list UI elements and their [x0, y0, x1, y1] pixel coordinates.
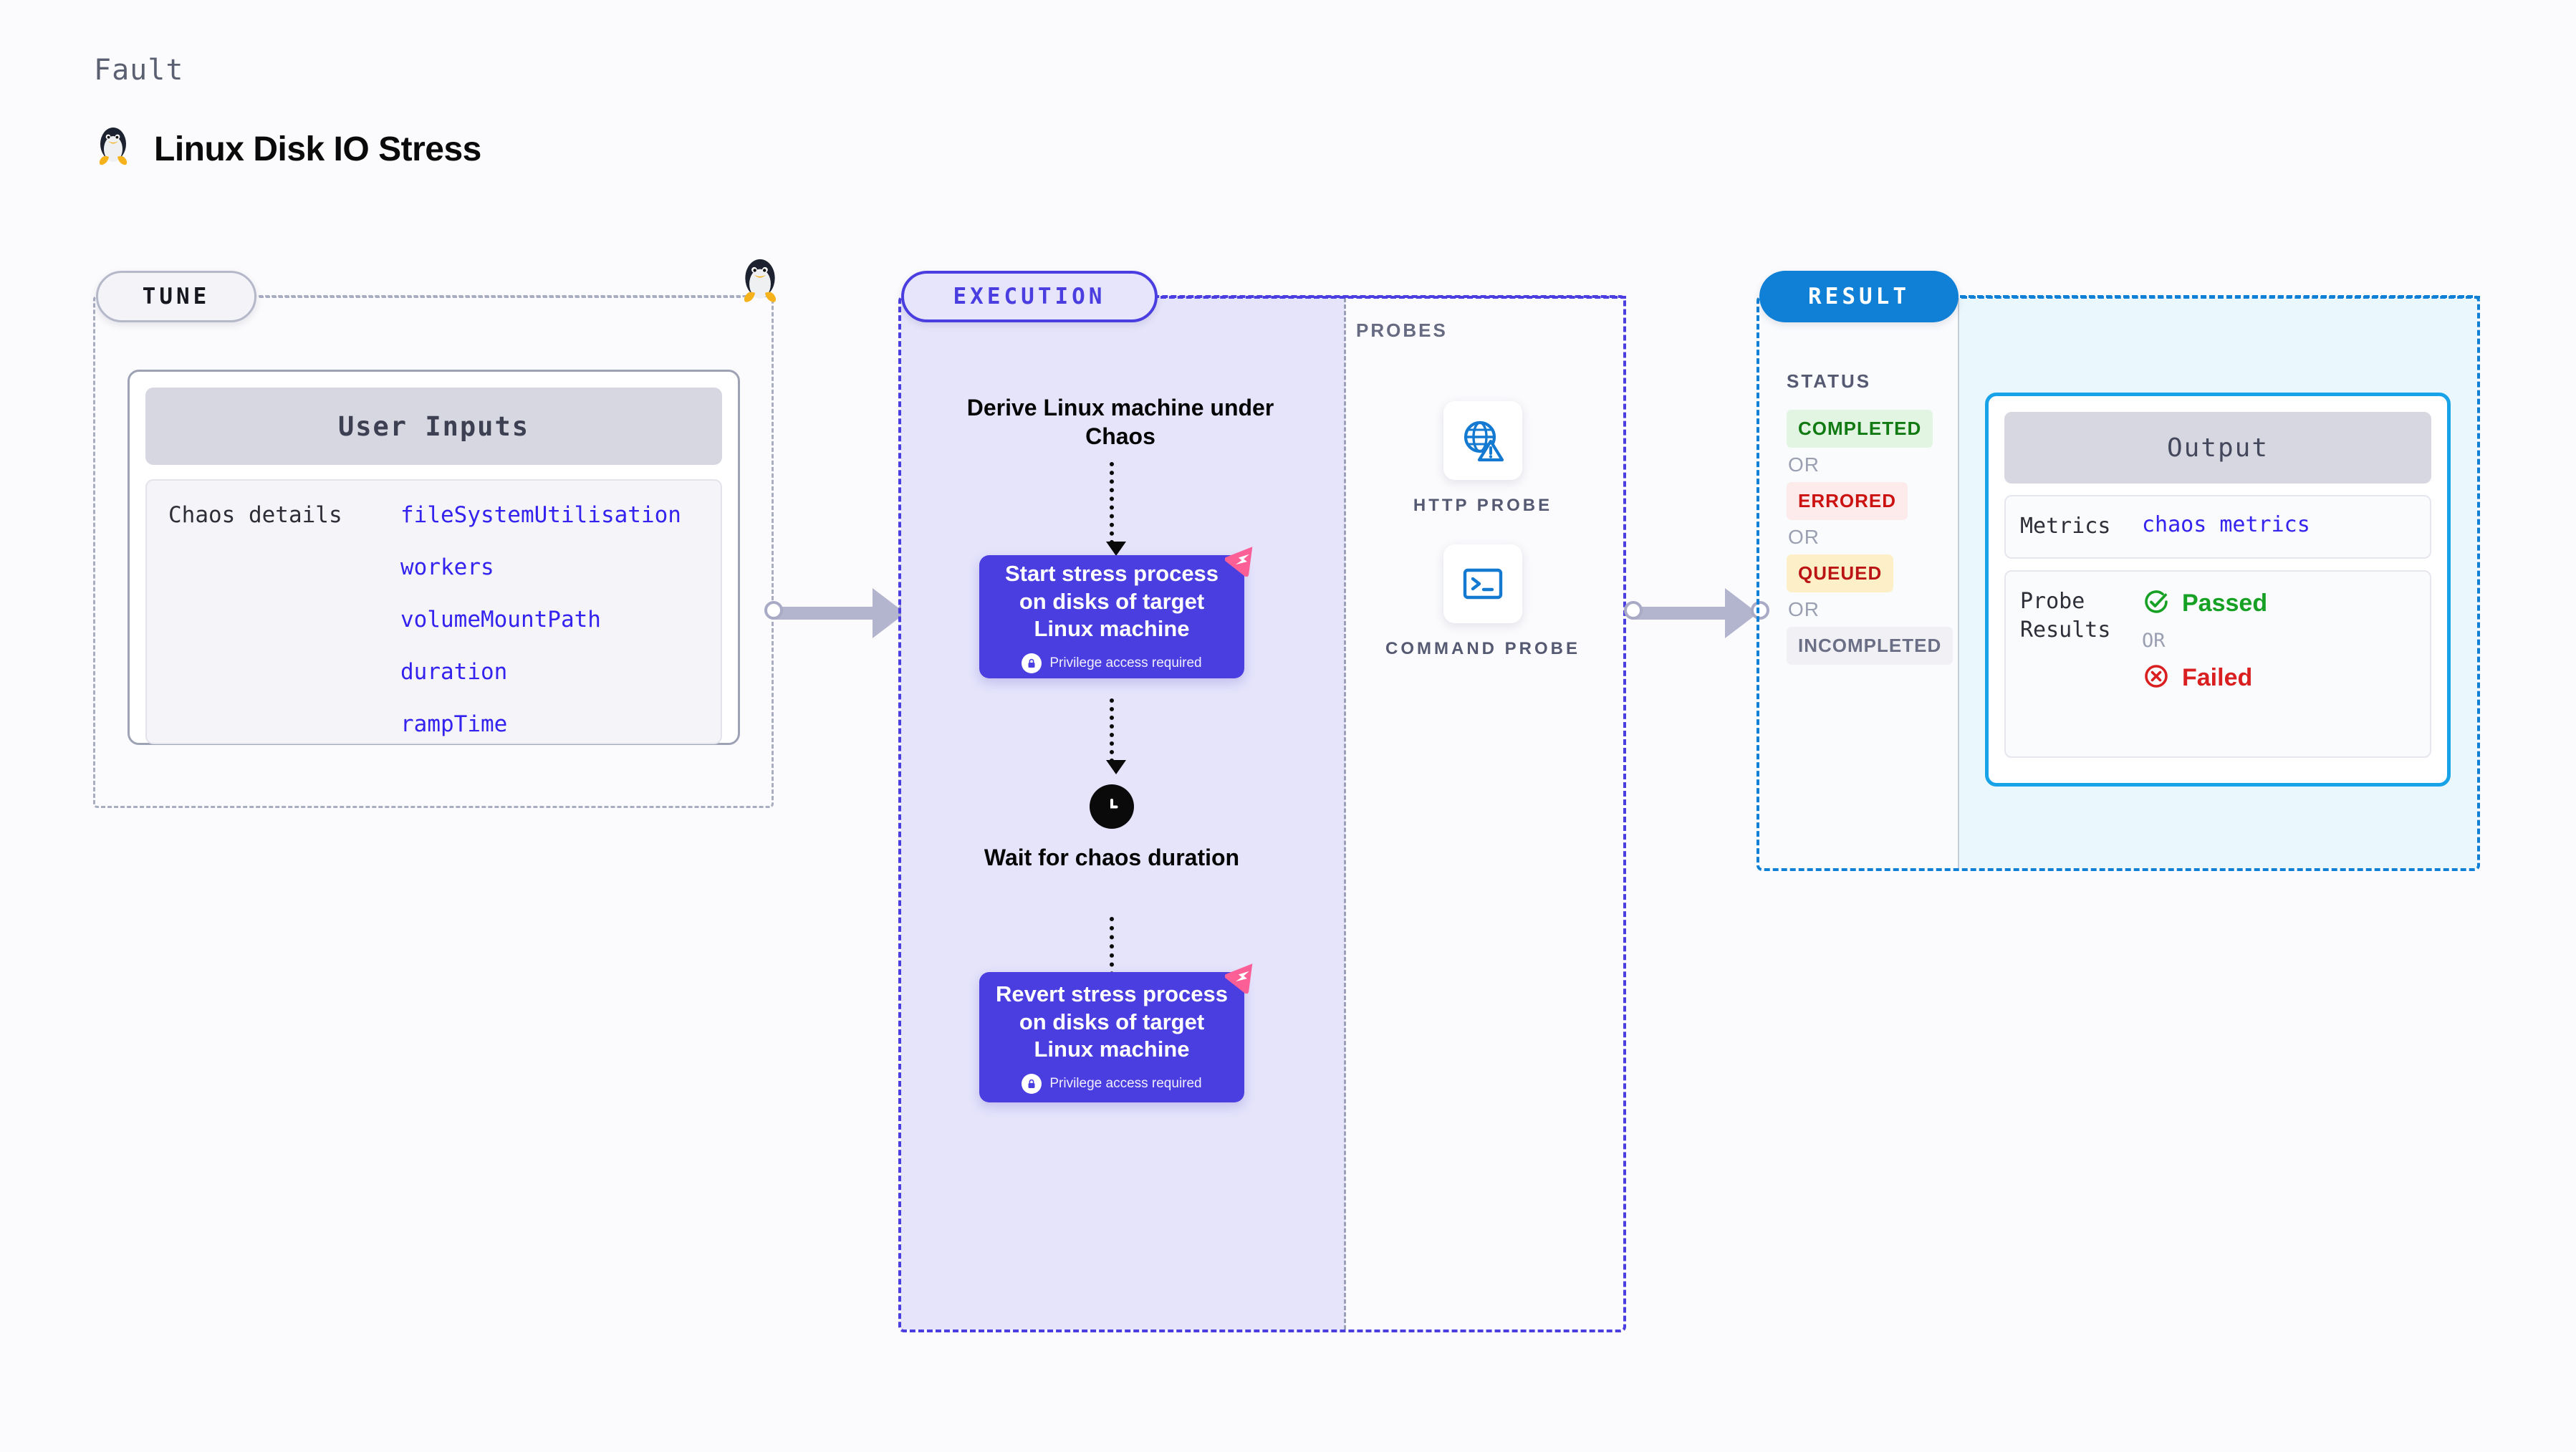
probe-result-failed: Failed — [2142, 662, 2267, 694]
chaos-details-params: fileSystemUtilisation workers volumeMoun… — [400, 502, 681, 737]
status-or: OR — [1788, 453, 1820, 476]
x-circle-icon — [2142, 662, 2171, 694]
probe-result-or: OR — [2142, 629, 2166, 652]
start-stress-step-card[interactable]: Start stress process on disks of target … — [979, 547, 1253, 678]
failed-label: Failed — [2182, 663, 2253, 691]
revert-stress-step-card[interactable]: Revert stress process on disks of target… — [979, 963, 1253, 1102]
status-badge-errored: ERRORED — [1787, 482, 1908, 520]
probe-results-key: Probe Results — [2020, 587, 2142, 741]
privilege-note-label: Privilege access required — [1049, 655, 1202, 671]
param-item[interactable]: duration — [400, 659, 508, 685]
execution-badge[interactable]: EXECUTION — [901, 271, 1158, 322]
page-kicker: Fault — [94, 54, 184, 87]
chaos-badge-icon — [1224, 539, 1262, 580]
status-or: OR — [1788, 598, 1820, 620]
execution-leader-line — [1160, 296, 1626, 299]
privilege-note: Privilege access required — [1022, 1074, 1202, 1095]
probe-results-values: Passed OR Failed — [2142, 587, 2267, 741]
connector-line — [772, 607, 880, 620]
connector-dot-end — [1751, 601, 1769, 620]
tux-penguin-icon — [738, 256, 782, 312]
connector-dot-start — [764, 601, 783, 620]
flow-arrow-derive-to-start — [1106, 462, 1126, 556]
tune-badge[interactable]: TUNE — [96, 271, 256, 322]
privilege-note: Privilege access required — [1022, 653, 1202, 674]
status-or: OR — [1788, 526, 1820, 548]
user-inputs-card: User Inputs Chaos details fileSystemUtil… — [128, 370, 740, 745]
output-card: Output Metrics chaos metrics Probe Resul… — [1985, 393, 2451, 787]
probes-label: PROBES — [1356, 319, 1448, 341]
output-probe-results-row: Probe Results Passed OR — [2004, 569, 2431, 758]
probe-results-key-label: Probe Results — [2020, 588, 2111, 643]
status-label: STATUS — [1787, 370, 1872, 392]
param-item[interactable]: rampTime — [400, 711, 508, 737]
tux-penguin-icon — [94, 125, 133, 173]
wait-step-label: Wait for chaos duration — [984, 845, 1240, 870]
probe-name: HTTP PROBE — [1413, 496, 1553, 515]
globe-warning-icon — [1443, 401, 1522, 480]
chaos-details-label: Chaos details — [168, 502, 342, 528]
passed-label: Passed — [2182, 589, 2268, 617]
probe-item-http[interactable]: HTTP PROBE — [1383, 401, 1583, 517]
output-metrics-row: Metrics chaos metrics — [2004, 495, 2431, 559]
user-inputs-title: User Inputs — [145, 388, 722, 465]
output-title: Output — [2004, 412, 2431, 484]
param-item[interactable]: volumeMountPath — [400, 607, 601, 633]
param-item[interactable]: fileSystemUtilisation — [400, 502, 681, 528]
derive-step-label: Derive Linux machine under Chaos — [966, 395, 1274, 449]
status-list: COMPLETED OR ERRORED OR QUEUED OR INCOMP… — [1787, 410, 1953, 665]
page-title-row: Linux Disk IO Stress — [94, 125, 481, 173]
connector-dot-start — [1624, 601, 1643, 620]
revert-stress-step-label: Revert stress process on disks of target… — [996, 981, 1228, 1062]
user-inputs-body: Chaos details fileSystemUtilisation work… — [145, 479, 722, 744]
clock-icon — [1090, 784, 1134, 829]
start-stress-step-label: Start stress process on disks of target … — [1004, 560, 1219, 642]
lock-icon — [1022, 653, 1042, 674]
status-badge-queued: QUEUED — [1787, 554, 1894, 592]
result-leader-line — [1961, 296, 2480, 299]
connector-line — [1632, 607, 1732, 620]
privilege-note-label: Privilege access required — [1049, 1076, 1202, 1092]
tune-leader-line — [259, 296, 741, 298]
status-badge-incompleted: INCOMPLETED — [1787, 627, 1953, 665]
status-badge-completed: COMPLETED — [1787, 410, 1933, 448]
param-item[interactable]: workers — [400, 554, 494, 580]
metrics-key: Metrics — [2020, 514, 2111, 539]
probe-item-command[interactable]: COMMAND PROBE — [1383, 544, 1583, 660]
result-divider — [1958, 298, 1959, 868]
terminal-icon — [1443, 544, 1522, 623]
chaos-badge-icon — [1224, 956, 1262, 997]
probe-result-passed: Passed — [2142, 587, 2267, 620]
flow-arrow-start-to-wait — [1106, 698, 1126, 774]
result-badge[interactable]: RESULT — [1759, 271, 1959, 322]
probes-divider — [1344, 298, 1346, 1330]
probe-name: COMMAND PROBE — [1385, 639, 1580, 658]
lock-icon — [1022, 1074, 1042, 1095]
metrics-value[interactable]: chaos metrics — [2142, 512, 2310, 537]
check-circle-icon — [2142, 587, 2171, 620]
page-title: Linux Disk IO Stress — [154, 130, 481, 168]
